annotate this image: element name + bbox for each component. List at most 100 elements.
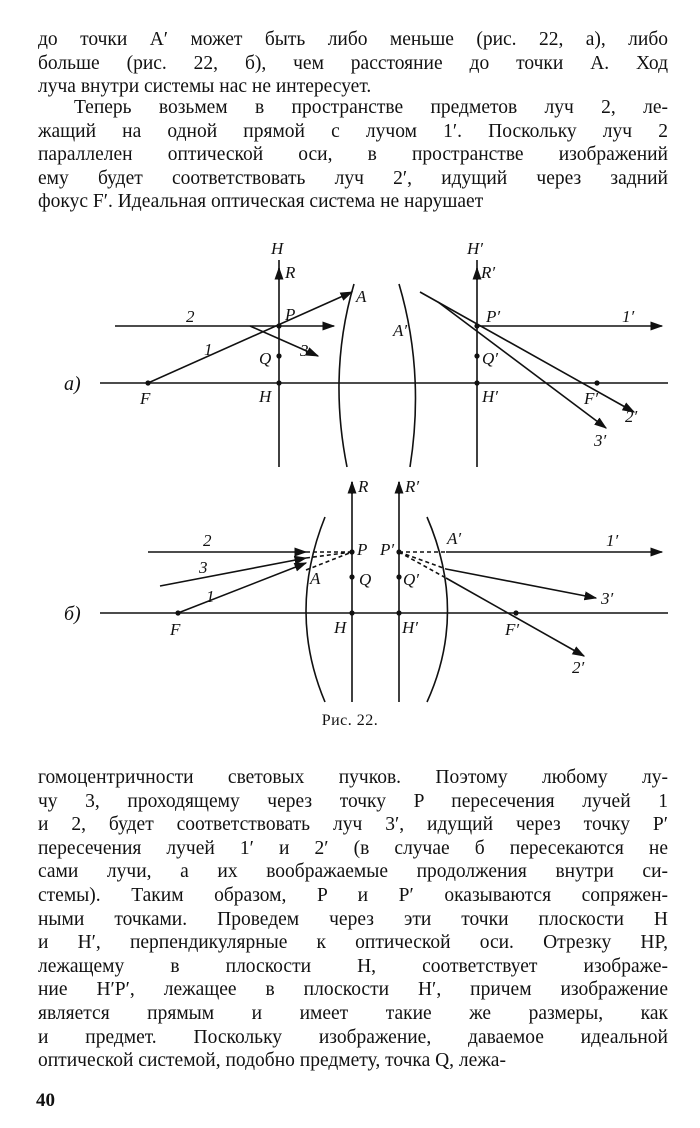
ray-2p-a [419, 291, 636, 413]
label-ray2-b: 2 [203, 531, 212, 550]
ray-3-a [249, 325, 320, 357]
panel-a-labels: H R P Q H F A 2 1 3 H′ R′ P′ Q′ H′ A′ F′… [64, 239, 638, 450]
text-line: лежащему в плоскости H, соответствует из… [38, 955, 668, 977]
point-F-b [175, 610, 181, 616]
label-Q-b: Q [359, 570, 371, 589]
point-P-a [276, 323, 282, 329]
label-H1-top-a: H′ [466, 239, 483, 258]
label-H1-axis-a: H′ [481, 387, 498, 406]
panel-b-labels: R R′ P P′ Q Q′ A A′ H H′ F F′ 2 3 1 1′ 3… [64, 477, 619, 677]
label-A1-a: A′ [392, 321, 407, 340]
text-line: и 2, будет соответствовать луч 3′, идущи… [38, 814, 668, 836]
text-line: Теперь возьмем в пространстве предметов … [74, 97, 668, 118]
figure-22: H R P Q H F A 2 1 3 H′ R′ P′ Q′ H′ A′ F′… [64, 239, 668, 703]
label-Q1-a: Q′ [482, 349, 498, 368]
label-A1-b: A′ [446, 529, 461, 548]
point-Q1-a [474, 353, 480, 359]
label-ray1p-b: 1′ [606, 531, 619, 550]
label-F1-a: F′ [583, 389, 598, 408]
label-P1-b: P′ [379, 540, 394, 559]
text-line: до точки A′ может быть либо меньше (рис.… [38, 29, 668, 50]
label-F-a: F [139, 389, 151, 408]
point-H1-b [396, 610, 402, 616]
label-R1-a: R′ [480, 263, 495, 282]
label-H1-b: H′ [401, 618, 418, 637]
ray-3p-a [437, 301, 608, 429]
point-P1-a [474, 323, 480, 329]
point-Q-a [276, 353, 282, 359]
ray-2p-virtual-b [398, 551, 447, 579]
lens-surface-A-b [305, 516, 326, 703]
label-ray3-b: 3 [198, 558, 208, 577]
label-F-b: F [169, 620, 181, 639]
text-line: жащий на одной прямой с лучом 1′. Поскол… [38, 120, 668, 142]
label-ray2-a: 2 [186, 307, 195, 326]
label-P1-a: P′ [485, 307, 500, 326]
label-ray2p-a: 2′ [625, 407, 638, 426]
label-ray1-b: 1 [206, 587, 215, 606]
label-R1-b: R′ [404, 477, 419, 496]
label-H-b: H [333, 618, 348, 637]
label-Q-a: Q [259, 349, 271, 368]
text-line: пересечения лучей 1′ и 2′ (в случае б пе… [38, 837, 668, 859]
point-F1-a [594, 380, 600, 386]
paragraph-rays: Теперь возьмем в пространстве предметов … [38, 96, 668, 214]
label-A-b: A [309, 569, 321, 588]
text-line: гомоцентричности световых пучков. Поэтом… [38, 767, 668, 788]
paragraph-bottom: гомоцентричности световых пучков. Поэтом… [38, 766, 668, 1073]
ray-3-virtual-b [305, 551, 353, 559]
label-R-b: R [357, 477, 369, 496]
lens-surface-A1-b [426, 516, 449, 703]
label-F1-b: F′ [504, 620, 519, 639]
ray-3p-virtual-b [398, 551, 447, 570]
text-line: чу 3, проходящему через точку P пересече… [38, 790, 668, 812]
point-P1-b [396, 549, 402, 555]
label-ray2p-b: 2′ [572, 658, 585, 677]
text-line: ными точками. Проведем через эти точки п… [38, 908, 668, 930]
panel-a-points [145, 323, 600, 386]
panel-label-b: б) [64, 603, 81, 625]
figure-caption: Рис. 22. [321, 712, 379, 729]
text-line: и предмет. Поскольку изображение, даваем… [38, 1026, 668, 1048]
ray-3p-b [445, 568, 598, 601]
lens-surface-A-a [338, 283, 355, 468]
point-H-b [349, 610, 355, 616]
text-line: стемы). Таким образом, P и P′ оказываютс… [38, 884, 668, 906]
text-line: является прямым и имеет такие же размеры… [38, 1002, 668, 1024]
panel-a [100, 260, 668, 468]
text-line: ние H′P′, лежащее в плоскости H′, причем… [38, 979, 668, 1001]
label-ray1p-a: 1′ [622, 307, 635, 326]
point-F-a [145, 380, 151, 386]
label-ray3p-b: 3′ [600, 589, 614, 608]
text-line: больше (рис. 22, б), чем расстояние до т… [38, 52, 668, 74]
point-H1-a [474, 380, 480, 386]
point-Q1-b [396, 574, 402, 580]
label-P-a: P [284, 305, 295, 324]
label-P-b: P [356, 540, 367, 559]
point-P-b [349, 549, 355, 555]
label-H-top-a: H [270, 239, 285, 258]
label-H-axis-a: H [258, 387, 273, 406]
panel-b [100, 480, 668, 703]
panel-label-a: а) [64, 373, 81, 395]
point-F1-b [513, 610, 519, 616]
ray-1-virtual-b [305, 551, 353, 571]
label-Q1-b: Q′ [403, 570, 419, 589]
ray-3-b [159, 555, 308, 587]
text-line: луча внутри системы нас не интересует. [38, 76, 372, 98]
text-line: сами лучи, а их воображаемые продолжения… [38, 861, 668, 883]
point-Q-b [349, 574, 355, 580]
ray-1-a [147, 291, 354, 384]
text-line: и H′, перпендикулярные к оптической оси.… [38, 932, 668, 954]
text-line: фокус F′. Идеальная оптическая система н… [38, 191, 484, 213]
text-line: оптической системой, подобно предмету, т… [38, 1050, 506, 1072]
label-ray1-a: 1 [204, 340, 213, 359]
text-line: параллелен оптической оси, в пространств… [38, 144, 668, 166]
page-number: 40 [36, 1090, 55, 1111]
ray-2p-b [445, 577, 586, 657]
label-ray3p-a: 3′ [593, 431, 607, 450]
panel-b-points [175, 549, 519, 616]
label-ray3-a: 3 [299, 341, 309, 360]
paragraph-top: до точки A′ может быть либо меньше (рис.… [38, 28, 668, 99]
text-line: ему будет соответствовать луч 2′, идущий… [38, 167, 668, 189]
